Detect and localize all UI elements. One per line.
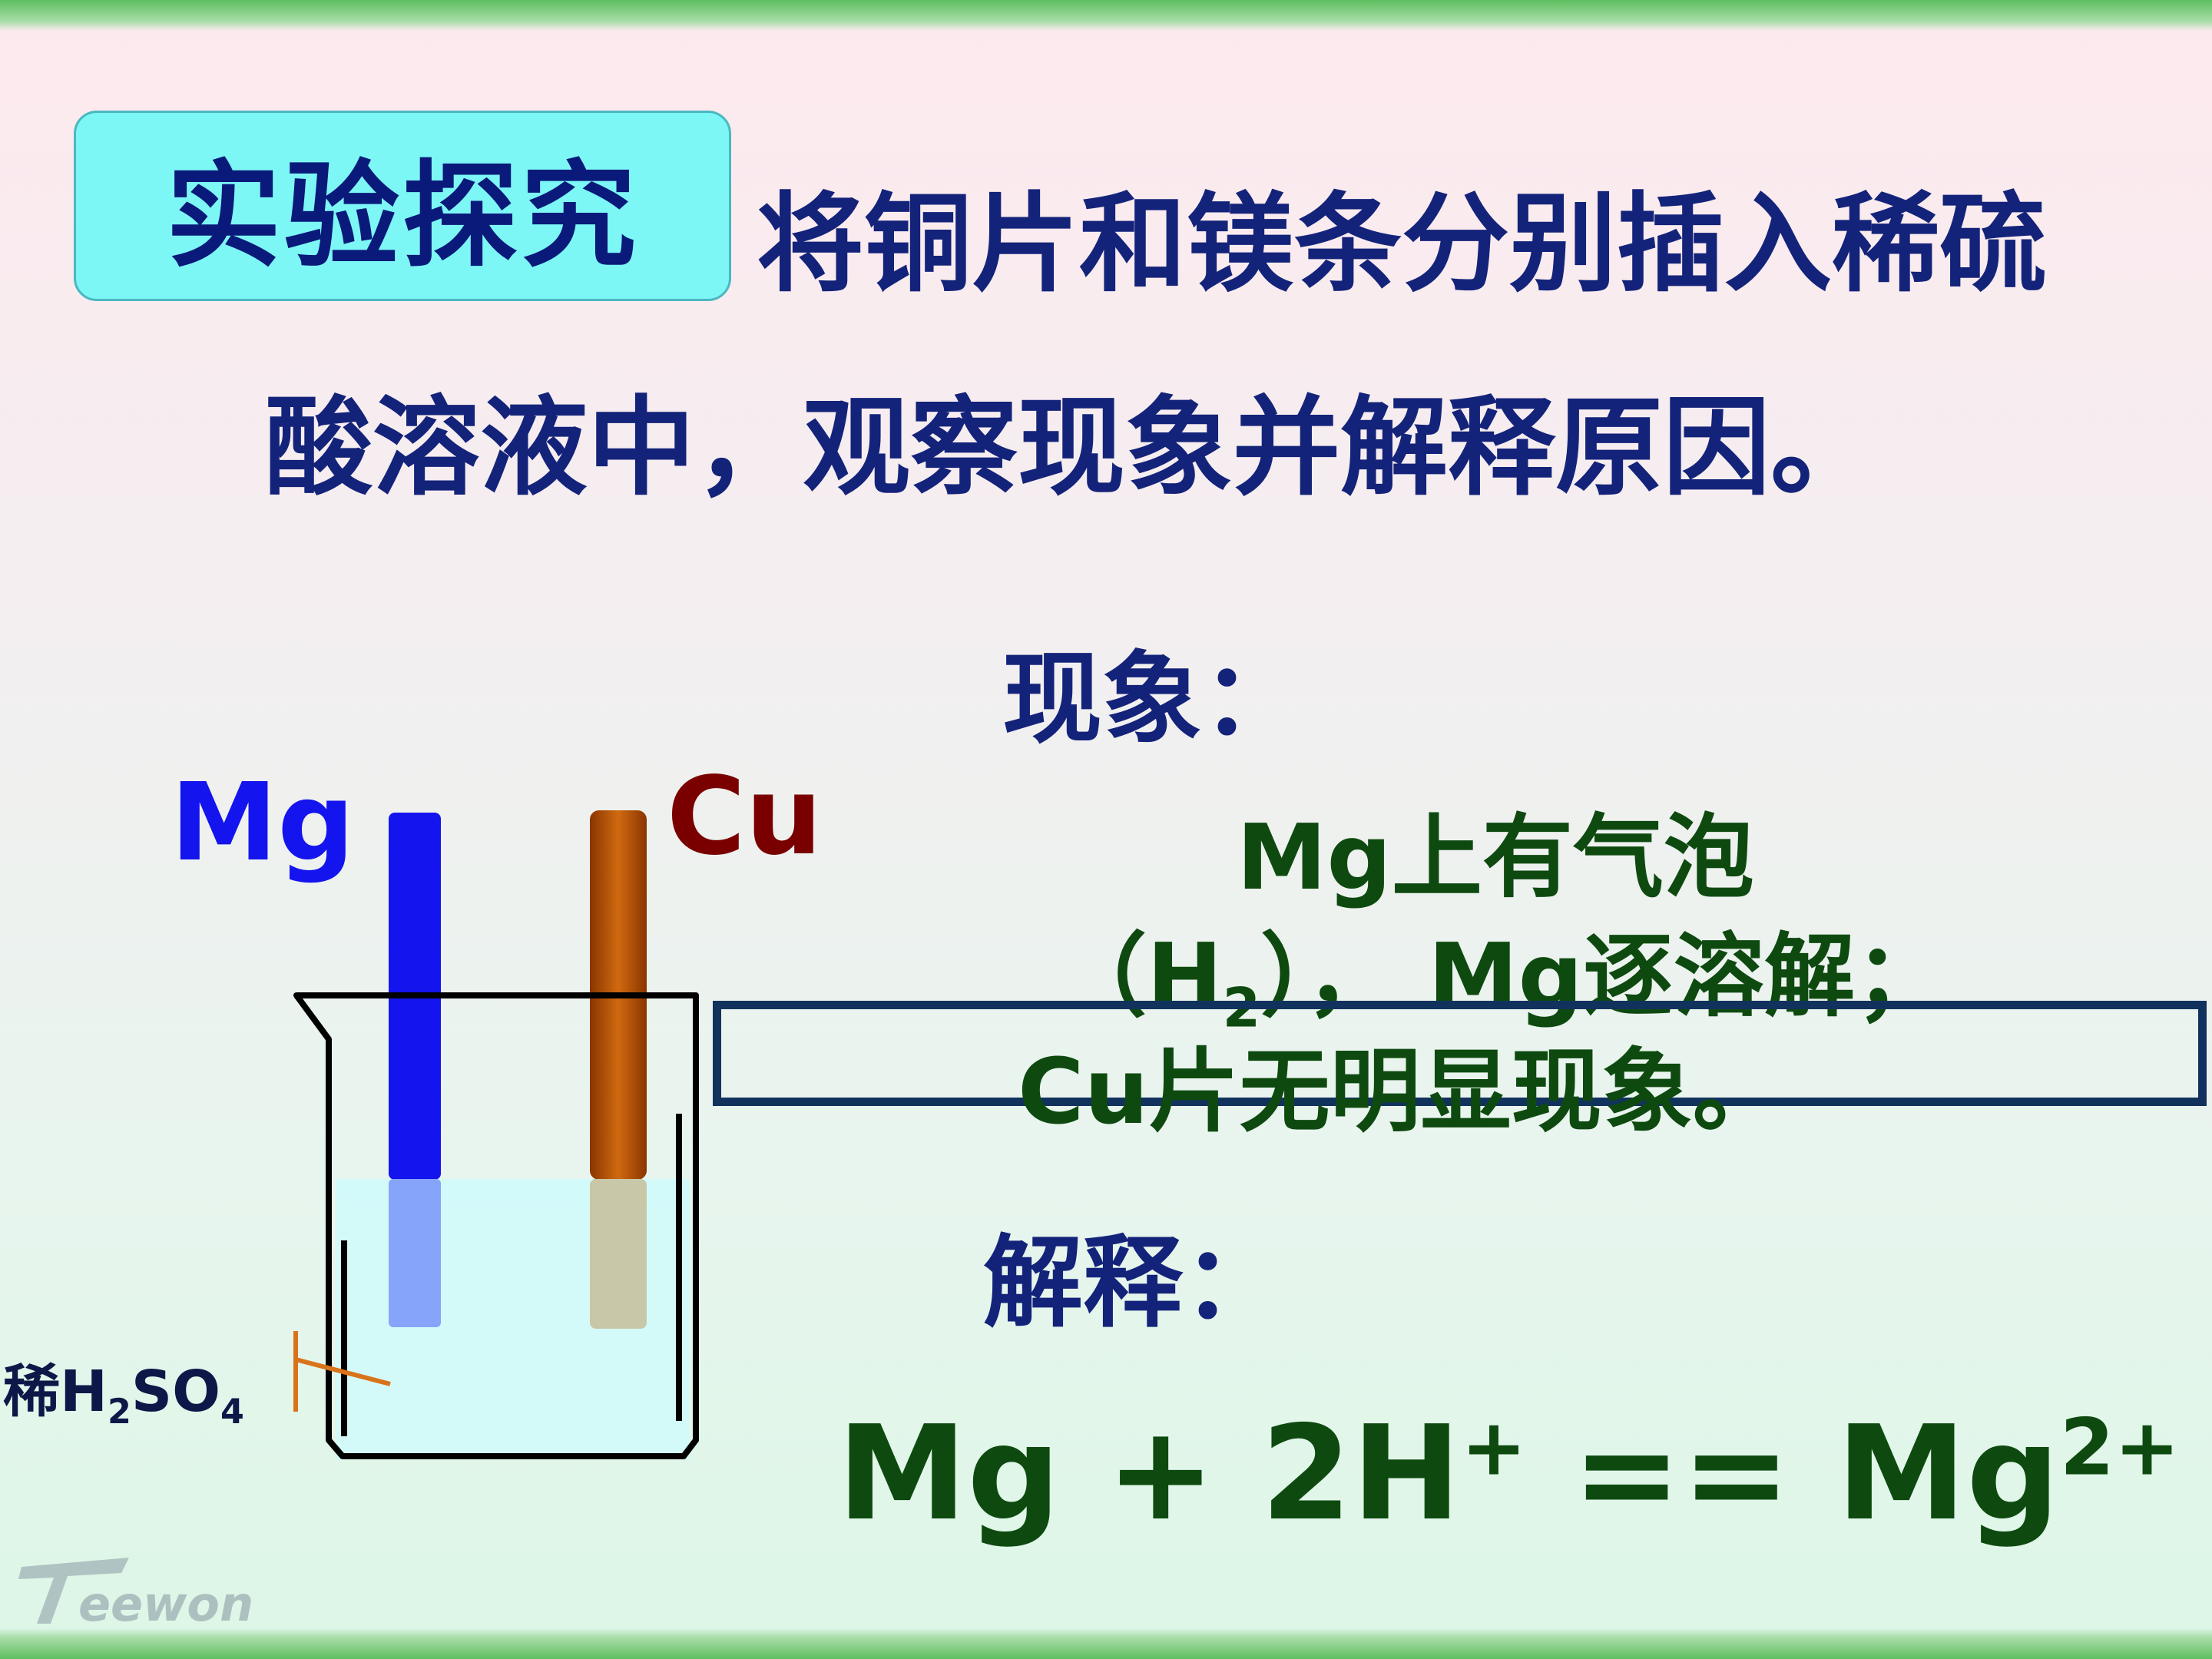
acid-prefix: 稀H	[3, 1359, 108, 1425]
acid-pointer-line	[295, 1357, 391, 1386]
acid-sub-2: 4	[220, 1392, 244, 1432]
cu-label: Cu	[667, 754, 823, 879]
acid-label: 稀H2SO4	[3, 1346, 244, 1432]
beaker-outline	[293, 992, 699, 1459]
phenomenon-line-2-open: （H	[1056, 923, 1223, 1029]
teewon-logo-text: eewon	[78, 1576, 254, 1632]
phenomenon-heading: 现象：	[1002, 641, 1303, 757]
top-band	[0, 0, 2212, 31]
intro-line-1: 将铜片和镁条分别插入稀硫	[757, 182, 2048, 307]
phenomenon-line-1: Mg上有气泡	[1237, 804, 1754, 910]
eq-part-2: == Mg	[1526, 1398, 2060, 1550]
phenomenon-line-2-rest: ）， Mg逐溶解；	[1260, 923, 1946, 1029]
eq-sup-1: +	[1461, 1402, 1527, 1494]
phenomenon-highlight-box	[713, 1001, 2207, 1106]
phenomenon-line-2: （H2）， Mg逐溶解；	[1056, 902, 1945, 1040]
teewon-logo: eewon	[14, 1553, 260, 1637]
experiment-badge: 实验探究	[74, 111, 731, 301]
acid-mid: SO	[131, 1359, 221, 1425]
acid-sub-1: 2	[107, 1392, 131, 1432]
mg-strip-submerged	[389, 1179, 441, 1327]
experiment-badge-label: 实验探究	[165, 149, 639, 283]
explanation-heading: 解释：	[983, 1224, 1283, 1341]
teewon-logo-mark	[18, 1558, 129, 1624]
bottom-band	[0, 1628, 2212, 1659]
intro-line-2: 酸溶液中，观察现象并解释原因。	[265, 386, 1879, 511]
eq-part-1: Mg + 2H	[837, 1398, 1462, 1550]
cu-strip-submerged	[590, 1179, 647, 1329]
mg-label: Mg	[171, 760, 355, 886]
phenomenon-line-3: Cu片无明显现象。	[1018, 1038, 1783, 1144]
reaction-equation: Mg + 2H+ == Mg2+ + H2↑	[837, 1398, 2212, 1565]
eq-sup-2: 2+	[2059, 1402, 2181, 1494]
